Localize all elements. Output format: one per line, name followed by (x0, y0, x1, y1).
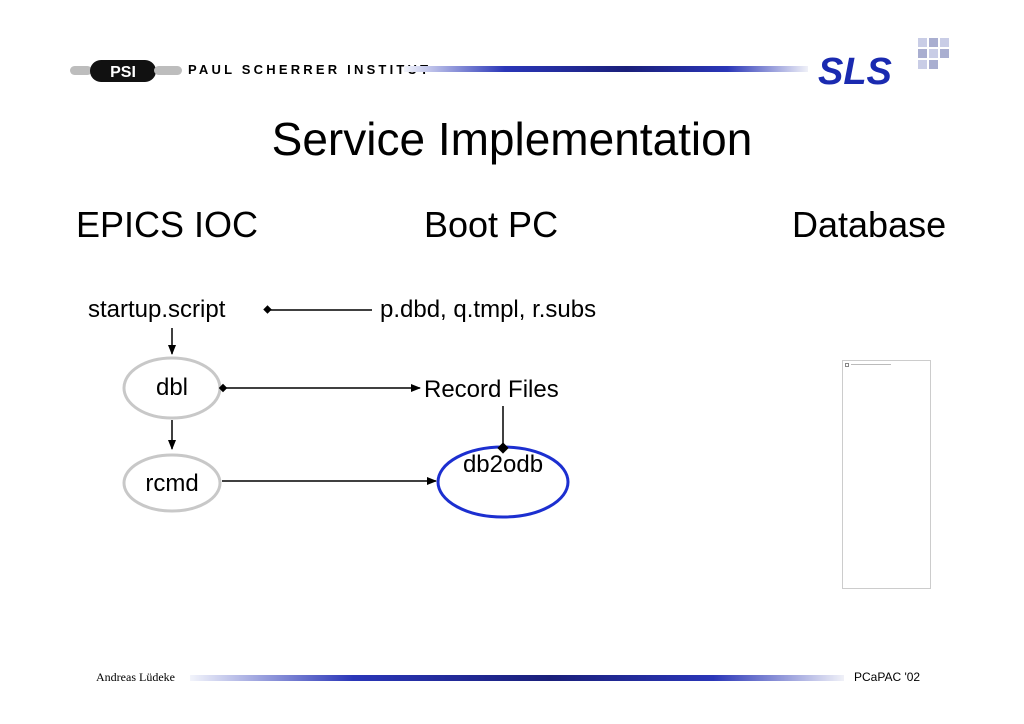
connector-diamond-dbl (218, 383, 228, 393)
sls-logo-grid-icon (918, 38, 949, 69)
placeholder-caption-line (851, 364, 891, 365)
connector-diamond-startup (263, 305, 272, 314)
startup-script-label: startup.script (88, 296, 226, 323)
psi-logo-text: PSI (110, 64, 136, 81)
column-heading-boot-pc: Boot PC (424, 204, 559, 245)
footer-author: Andreas Lüdeke (96, 670, 175, 684)
connector-diamond-db2odb (497, 442, 509, 454)
column-heading-epics-ioc: EPICS IOC (76, 204, 259, 245)
institute-name: PAUL SCHERRER INSTITUT (188, 62, 432, 77)
broken-image-icon (845, 363, 849, 367)
header-rule (404, 66, 808, 72)
footer-event: PCaPAC '02 (854, 670, 921, 684)
footer-rule (190, 675, 844, 681)
rcmd-label: rcmd (145, 470, 199, 497)
rcmd-node (122, 453, 222, 513)
sls-logo-text: SLS (818, 51, 892, 88)
column-heading-database: Database (792, 204, 947, 245)
sls-logo: SLS (818, 38, 949, 88)
psi-logo: PSI (70, 60, 182, 82)
database-image-placeholder (842, 360, 931, 589)
dbl-label: dbl (155, 374, 189, 401)
input-files-label: p.dbd, q.tmpl, r.subs (380, 296, 597, 323)
db2odb-label: db2odb (462, 451, 544, 478)
page-title: Service Implementation (271, 113, 753, 165)
record-files-label: Record Files (424, 376, 559, 403)
